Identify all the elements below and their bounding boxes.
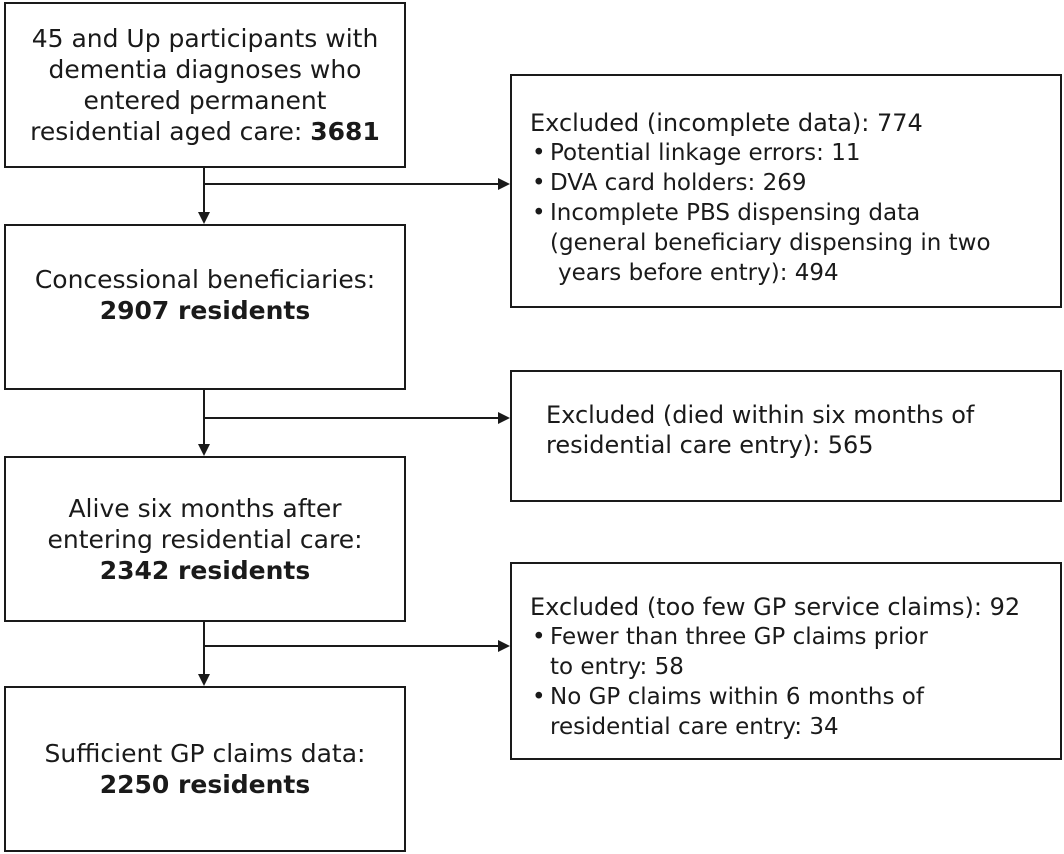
start-line-3: entered permanent [83, 86, 327, 115]
alive-line-2: entering residential care: [47, 524, 363, 554]
start-count: 3681 [310, 117, 380, 146]
concessional-label: Concessional beneficiaries: [34, 265, 376, 294]
sufficient-box: Sufficient GP claims data: 2250 resident… [4, 686, 406, 852]
excluded-gp-head: Excluded (too few GP service claims): 92 [530, 593, 1021, 621]
list-item-text: No GP claims within 6 months of [550, 684, 924, 710]
list-item-text: DVA card holders: 269 [550, 170, 807, 196]
excluded-incomplete-head: Excluded (incomplete data): 774 [530, 109, 923, 137]
concessional-count: 2907 residents [99, 296, 311, 325]
start-line-2: dementia diagnoses who [48, 55, 362, 84]
alive-count: 2342 residents [99, 555, 311, 585]
excluded-gp-box: Excluded (too few GP service claims): 92… [510, 562, 1062, 760]
list-item-continuation: years before entry): 494 [558, 260, 839, 286]
alive-box: Alive six months after entering resident… [4, 456, 406, 622]
list-item-continuation: residential care entry: 34 [550, 714, 839, 740]
list-item: DVA card holders: 269 [530, 168, 1060, 198]
list-item: No GP claims within 6 months of resident… [530, 682, 1060, 742]
concessional-box: Concessional beneficiaries: 2907 residen… [4, 224, 406, 390]
excluded-gp-list: Fewer than three GP claims prior to entr… [530, 622, 1060, 742]
list-item-continuation: to entry: 58 [550, 654, 684, 680]
list-item: Potential linkage errors: 11 [530, 138, 1060, 168]
sufficient-count: 2250 residents [99, 770, 311, 799]
alive-line-1: Alive six months after [68, 493, 342, 523]
list-item-text: Fewer than three GP claims prior [550, 624, 928, 650]
list-item-text: Potential linkage errors: 11 [550, 140, 861, 166]
start-line-1: 45 and Up participants with [31, 24, 379, 53]
list-item: Fewer than three GP claims prior to entr… [530, 622, 1060, 682]
start-box: 45 and Up participants with dementia dia… [4, 2, 406, 168]
excluded-incomplete-list: Potential linkage errors: 11 DVA card ho… [530, 138, 1060, 288]
start-line-4-text: residential aged care: [30, 117, 311, 146]
list-item-continuation: (general beneficiary dispensing in two [550, 230, 991, 256]
list-item-text: Incomplete PBS dispensing data [550, 200, 921, 226]
sufficient-label: Sufficient GP claims data: [44, 739, 366, 768]
excluded-died-box: Excluded (died within six months of resi… [510, 370, 1062, 502]
excluded-incomplete-box: Excluded (incomplete data): 774 Potentia… [510, 74, 1062, 308]
excluded-died-line-1: Excluded (died within six months of [546, 401, 975, 429]
excluded-died-line-2: residential care entry): 565 [546, 431, 874, 459]
start-line-4: residential aged care: 3681 [30, 116, 380, 147]
list-item: Incomplete PBS dispensing data (general … [530, 198, 1060, 288]
